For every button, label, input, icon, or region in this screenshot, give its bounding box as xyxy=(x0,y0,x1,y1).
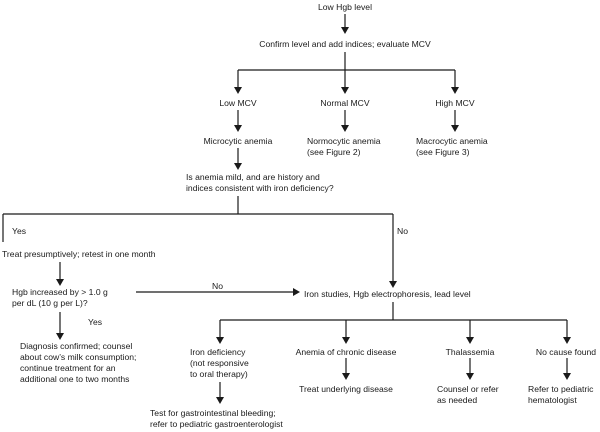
edge-label-no: No xyxy=(212,281,223,291)
node-confirm: Confirm level and add indices; evaluate … xyxy=(259,39,431,49)
node-counsel-line: as needed xyxy=(437,395,477,405)
arrowhead xyxy=(451,87,459,94)
arrowhead xyxy=(234,125,242,132)
node-gi-test: Test for gastrointestinal bleeding; refe… xyxy=(150,408,283,429)
node-refer-hematologist: Refer to pediatric hematologist xyxy=(528,384,596,405)
arrowhead xyxy=(56,279,64,286)
arrowhead xyxy=(342,373,350,380)
node-diagnosis: Diagnosis confirmed; counsel about cow’s… xyxy=(20,341,139,384)
arrowhead xyxy=(216,337,224,344)
connectors xyxy=(2,14,568,398)
node-gi-test-line: Test for gastrointestinal bleeding; xyxy=(150,408,276,418)
node-counsel: Counsel or refer as needed xyxy=(437,384,501,405)
arrowhead xyxy=(234,87,242,94)
edge-label-no: No xyxy=(397,226,408,236)
arrowhead xyxy=(56,333,64,340)
node-microcytic: Microcytic anemia xyxy=(204,136,273,146)
node-iron-deficiency-line: to oral therapy) xyxy=(190,369,248,379)
arrowhead xyxy=(466,337,474,344)
arrowheads xyxy=(56,27,571,404)
node-iron-deficiency-line: (not responsive xyxy=(190,358,249,368)
node-iron-deficiency-line: Iron deficiency xyxy=(190,347,246,357)
node-macrocytic-line: (see Figure 3) xyxy=(416,147,470,157)
node-diagnosis-line: additional one to two months xyxy=(20,374,129,384)
node-mild-question-line: indices consistent with iron deficiency? xyxy=(186,183,334,193)
node-treat-underlying: Treat underlying disease xyxy=(299,384,393,394)
node-low-mcv: Low MCV xyxy=(219,98,257,108)
arrowhead xyxy=(341,125,349,132)
node-hgb-increase-line: per dL (10 g per L)? xyxy=(12,298,88,308)
node-thalassemia: Thalassemia xyxy=(446,347,495,357)
node-hgb-increase: Hgb increased by > 1.0 g per dL (10 g pe… xyxy=(12,287,110,308)
node-iron-studies: Iron studies, Hgb electrophoresis, lead … xyxy=(304,289,471,299)
node-normocytic: Normocytic anemia (see Figure 2) xyxy=(307,136,383,157)
node-refer-hematologist-line: Refer to pediatric xyxy=(528,384,594,394)
node-treat: Treat presumptively; retest in one month xyxy=(2,249,156,259)
node-macrocytic-line: Macrocytic anemia xyxy=(416,136,488,146)
arrowhead xyxy=(563,337,571,344)
node-high-mcv: High MCV xyxy=(435,98,474,108)
node-normal-mcv: Normal MCV xyxy=(320,98,369,108)
node-macrocytic: Macrocytic anemia (see Figure 3) xyxy=(416,136,490,157)
node-hgb-increase-line: Hgb increased by > 1.0 g xyxy=(12,287,108,297)
node-diagnosis-line: about cow’s milk consumption; xyxy=(20,352,136,362)
node-normocytic-line: Normocytic anemia xyxy=(307,136,381,146)
edge-label-yes: Yes xyxy=(12,226,26,236)
arrowhead xyxy=(466,373,474,380)
arrowhead xyxy=(234,163,242,170)
node-counsel-line: Counsel or refer xyxy=(437,384,499,394)
node-mild-question-line: Is anemia mild, and are history and xyxy=(186,172,320,182)
node-mild-question: Is anemia mild, and are history and indi… xyxy=(186,172,334,193)
node-no-cause: No cause found xyxy=(536,347,596,357)
node-normocytic-line: (see Figure 2) xyxy=(307,147,361,157)
arrowhead xyxy=(341,87,349,94)
node-gi-test-line: refer to pediatric gastroenterologist xyxy=(150,419,283,429)
arrowhead xyxy=(342,337,350,344)
node-low-hgb: Low Hgb level xyxy=(318,2,372,12)
node-diagnosis-line: continue treatment for an xyxy=(20,363,116,373)
arrowhead xyxy=(216,397,224,404)
arrowhead xyxy=(293,288,300,296)
arrowhead xyxy=(389,281,397,288)
node-chronic-disease: Anemia of chronic disease xyxy=(296,347,397,357)
arrowhead xyxy=(341,27,349,34)
node-iron-deficiency: Iron deficiency (not responsive to oral … xyxy=(190,347,251,379)
node-diagnosis-line: Diagnosis confirmed; counsel xyxy=(20,341,132,351)
node-refer-hematologist-line: hematologist xyxy=(528,395,577,405)
edge-label-yes: Yes xyxy=(88,317,102,327)
arrowhead xyxy=(451,125,459,132)
arrowhead xyxy=(563,373,571,380)
